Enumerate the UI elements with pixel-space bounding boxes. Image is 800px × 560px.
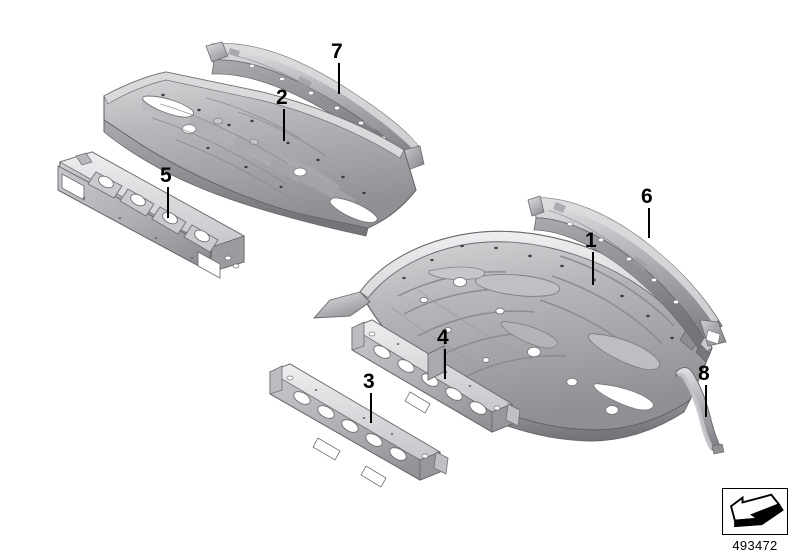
- callout-label-3: 3: [363, 370, 375, 393]
- callout-leader-1: [592, 252, 594, 285]
- diagram-part-number: 493472: [732, 538, 778, 553]
- callout-leader-6: [648, 208, 650, 238]
- part-8-reinforcement-bracket: [675, 367, 725, 455]
- callout-leader-2: [283, 109, 285, 141]
- callout-label-6: 6: [641, 185, 653, 208]
- part-5-box-section-cross-member: [57, 151, 245, 279]
- part-7-upper-rear-cross-beam: [205, 41, 425, 171]
- callout-label-7: 7: [331, 40, 343, 63]
- callout-label-2: 2: [276, 86, 288, 109]
- part-4-seat-cross-member-rear: [351, 319, 521, 433]
- callout-leader-5: [167, 187, 169, 218]
- part-3-seat-cross-member-front: [269, 363, 449, 488]
- callout-leader-7: [338, 63, 340, 94]
- callout-label-1: 1: [585, 229, 597, 252]
- part-2-rear-partition-panel: [103, 71, 417, 237]
- callout-leader-3: [370, 393, 372, 423]
- callout-leader-8: [705, 385, 707, 417]
- view-direction-legend-box: [722, 488, 788, 535]
- callout-leader-4: [444, 349, 446, 379]
- callout-label-8: 8: [698, 362, 710, 385]
- arrow-direction-icon: [729, 493, 784, 528]
- callout-label-4: 4: [437, 326, 449, 349]
- callout-label-5: 5: [160, 164, 172, 187]
- part-6-rear-roof-bow: [527, 195, 727, 349]
